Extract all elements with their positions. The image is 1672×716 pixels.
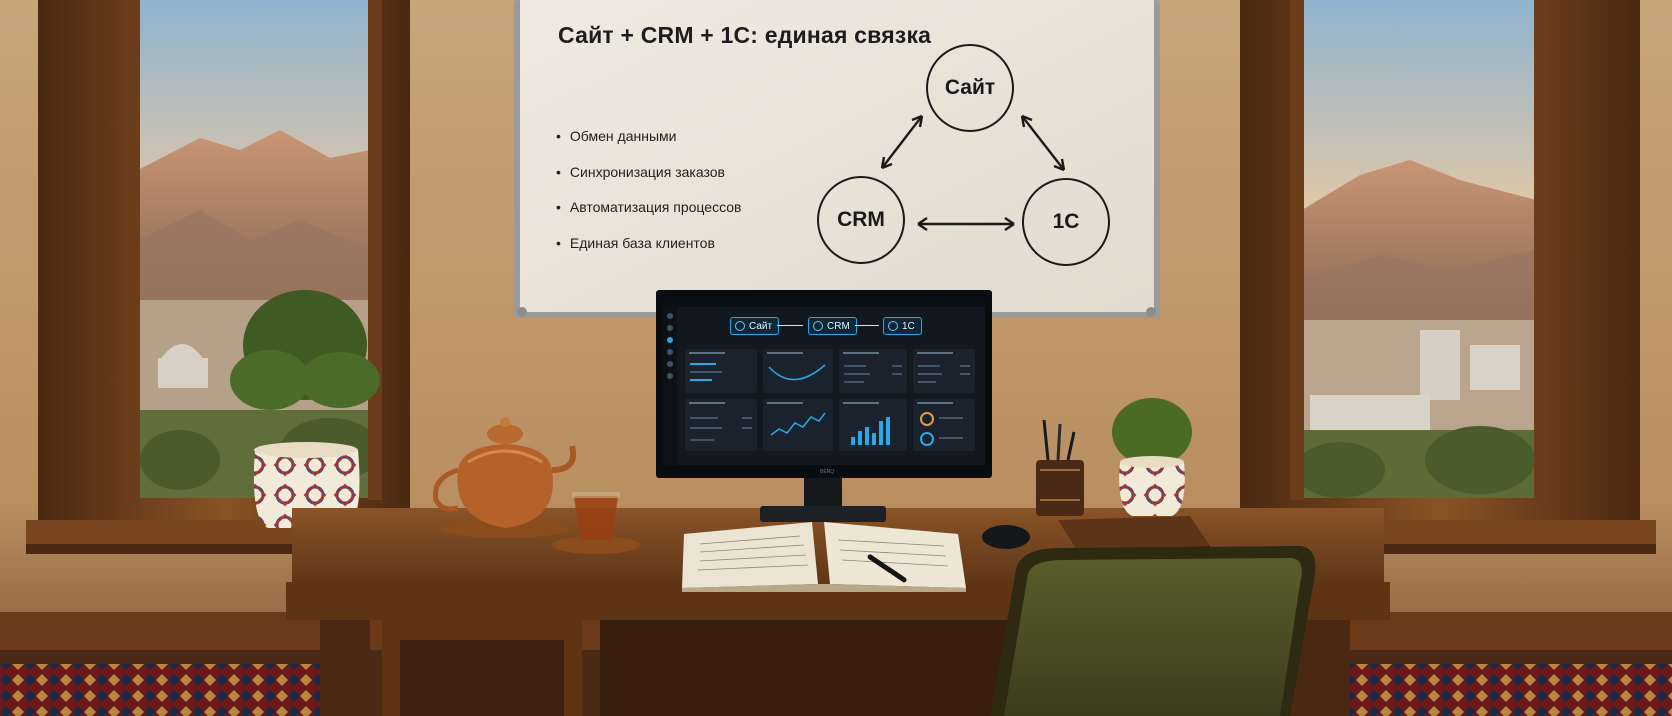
flow-arrow [855, 325, 879, 326]
dashboard-card [763, 349, 833, 393]
flow-label-crm: CRM [827, 320, 850, 332]
flow-pill-1c: 1С [883, 317, 922, 335]
whiteboard-title: Сайт + CRM + 1С: единая связка [558, 22, 932, 48]
flow-pill-site: Сайт [730, 317, 780, 335]
dashboard-card [839, 399, 907, 451]
bullet-item: Синхронизация заказов [556, 164, 741, 200]
copper-teapot [432, 417, 576, 538]
bullet-item: Автоматизация процессов [556, 199, 742, 235]
dashboard-card [685, 349, 757, 393]
tea-glass [552, 492, 640, 554]
chair [990, 546, 1316, 716]
bullet-item: Обмен данными [556, 128, 741, 164]
diagram-node-crm: CRM [817, 176, 905, 264]
whiteboard-bullet-list: Обмен данными Синхронизация заказов Авто… [556, 128, 742, 271]
dashboard-card [913, 399, 975, 451]
svg-text:BENQ: BENQ [820, 469, 834, 475]
circle-icon [888, 321, 898, 331]
flow-label-site: Сайт [749, 320, 773, 332]
flow-arrow [777, 325, 803, 326]
pen-holder [1036, 419, 1084, 516]
plant-left [230, 290, 380, 528]
dashboard-card [913, 349, 975, 393]
left-window [26, 0, 426, 554]
dashboard-card [685, 399, 757, 451]
diagram-node-site: Сайт [926, 44, 1014, 132]
dashboard-card [763, 399, 833, 451]
bullet-item: Единая база клиентов [556, 235, 741, 271]
screen-topbar [663, 297, 985, 307]
monitor-screen: Сайт CRM 1С [663, 297, 985, 465]
computer-mouse [982, 525, 1030, 549]
diagram-node-1c: 1С [1022, 178, 1110, 266]
flow-pill-crm: CRM [808, 317, 857, 335]
screen-sidebar [663, 307, 677, 465]
flow-label-1c: 1С [902, 320, 915, 332]
circle-icon [735, 321, 745, 331]
open-notebook [682, 522, 966, 592]
diagram-arrows [880, 114, 1066, 231]
right-window [1236, 0, 1656, 554]
plant-right [1112, 398, 1192, 516]
dashboard-card [839, 349, 907, 393]
circle-icon [813, 321, 823, 331]
